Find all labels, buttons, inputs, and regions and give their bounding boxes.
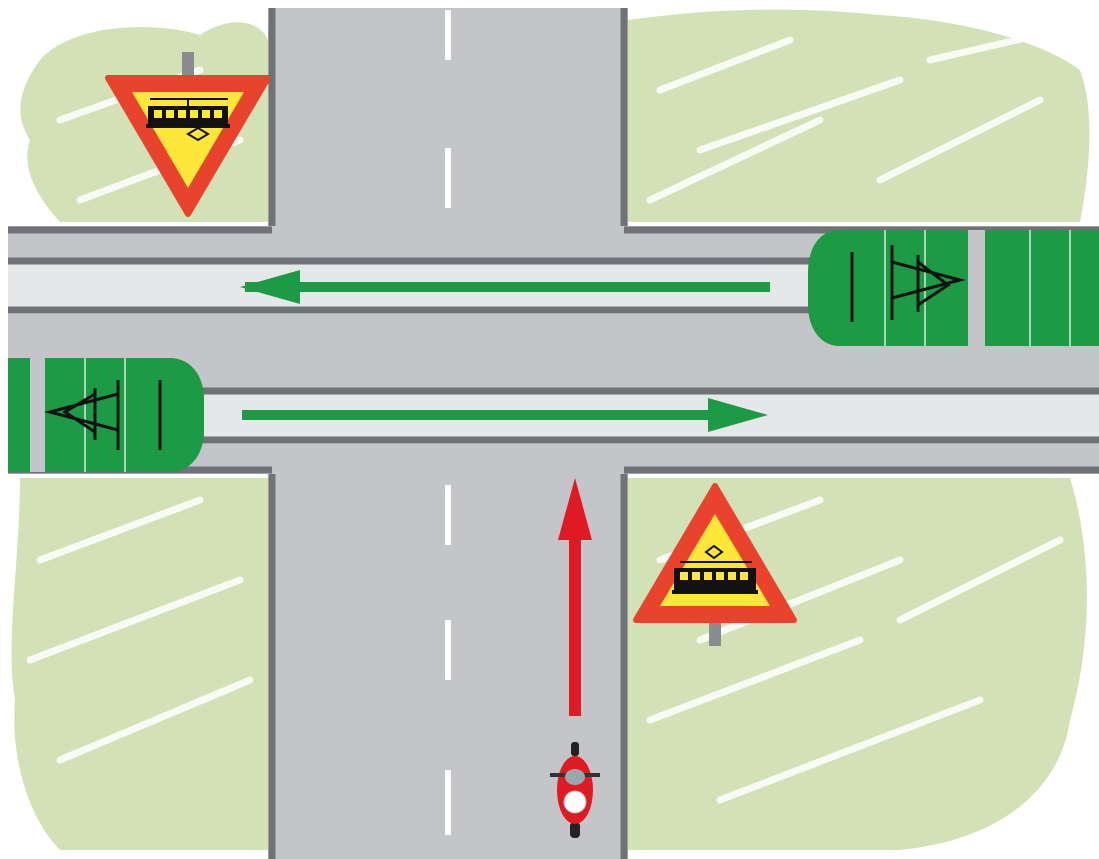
tram-icon-2 [672,544,758,594]
tram-arrow-eastbound-head [708,398,768,432]
tram-eastbound [8,358,204,472]
tram-westbound [808,230,1099,346]
grass-brush-strokes [26,26,1064,804]
grass-bottom-left [11,478,268,850]
motorcycle-icon [550,742,600,838]
pantograph-icon-2 [44,380,120,450]
pantograph-icon [890,245,966,320]
tram-crossing-warning-sign-icon [633,483,797,646]
sign-post-2 [709,622,721,646]
tram-icon [146,98,230,142]
yield-sign-icon [105,52,271,217]
grass-top-right [628,9,1090,223]
motorcycle-arrow-head [558,478,592,540]
tram-arrow-westbound-head [240,270,300,304]
sign-post [182,52,194,78]
